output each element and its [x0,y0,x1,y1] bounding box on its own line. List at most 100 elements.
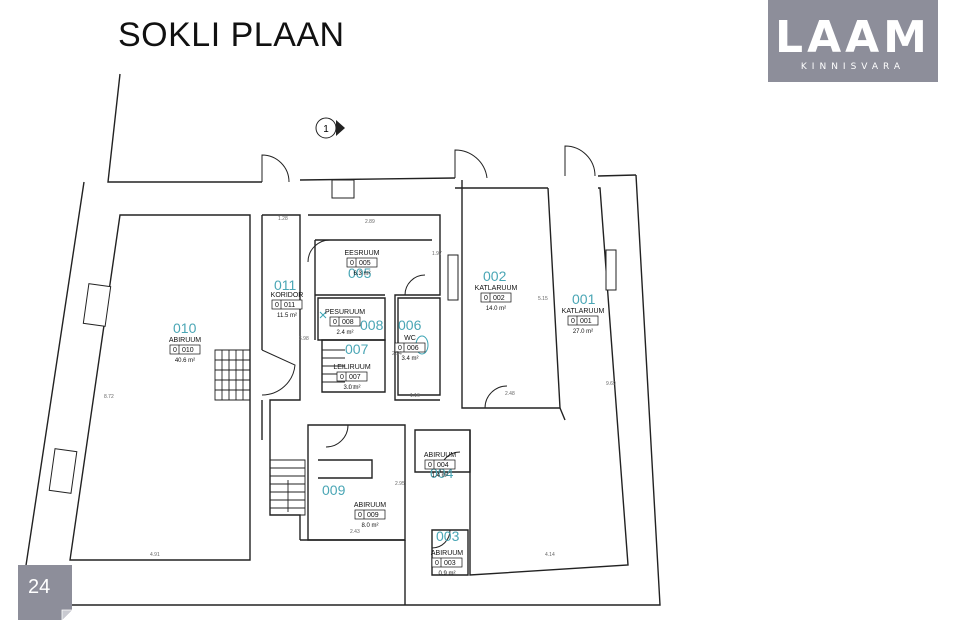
door-011 [261,349,296,396]
wall-006 [397,297,441,396]
room-code-level: 0 [428,462,432,469]
section-marker-label: 1 [323,124,329,135]
wall-005 [308,214,441,401]
room-code-box [424,459,456,470]
room-name: ABIRUUM [354,502,386,509]
room-code-box [567,315,599,326]
room-code-number: 009 [367,512,379,519]
room-number: 008 [360,317,384,333]
wall-002 [455,180,561,409]
stairs-010 [214,349,251,401]
door-001 [564,145,596,177]
room-code-box [169,344,201,355]
stairs-011 [269,459,306,516]
room-code-number: 008 [342,319,354,326]
room-code-box [394,342,426,353]
room-code-level: 0 [333,319,337,326]
room-code-level: 0 [435,560,439,567]
room-code-box [431,557,463,568]
dimension-labels: 1.28 2.89 1.97 2.54 1.7 1.16 2.48 5.15 9… [104,216,616,558]
room-name: LEILIRUUM [333,364,371,371]
dim-label: 5.15 [538,296,548,302]
room-area: 14.0 m² [486,306,506,312]
room-number: 001 [572,291,596,307]
room-code-level: 0 [484,295,488,302]
walls [19,73,661,606]
room-area: 6.3 m² [353,271,370,277]
room-name: ABIRUUM [424,452,456,459]
room-code-number: 011 [284,302,295,309]
room-area: 8.0 m² [361,523,378,529]
room-code-level: 0 [398,345,402,352]
room-code-box [480,292,512,303]
room-code-number: 006 [407,345,419,352]
room-name: KORIDOR [271,292,304,299]
wall-007 [321,339,386,393]
windows [48,179,617,494]
section-marker-arrow [336,120,345,136]
door-006 [404,274,426,296]
room-code-level: 0 [358,512,362,519]
dim-label: 2.48 [505,391,515,397]
room-name: WC [404,335,416,342]
dim-label: 1.7 [348,385,355,391]
room-code-level: 0 [571,318,575,325]
page-number: 24 [28,576,51,598]
room-code-box [271,299,303,310]
dim-label: 4.91 [150,552,160,558]
room-area: 3.4 m² [401,356,418,362]
room-name: ABIRUUM [169,337,201,344]
wall-bottom [300,539,406,605]
wall-011 [262,214,301,540]
dim-label: 4.14 [545,552,555,558]
room-area: 40.6 m² [175,358,195,364]
door-002-lower [484,385,508,409]
shower-icon [319,311,327,319]
room-code-box [354,509,386,520]
room-code-number: 002 [493,295,505,302]
room-area: 27.0 m² [573,329,593,335]
laam-logo: LAAM KINNISVARA [768,0,938,82]
room-name: KATLARUUM [562,308,605,315]
wall-005-inner [314,239,432,340]
site-boundary-left [19,174,661,606]
room-code-box [336,371,368,382]
room-code-number: 004 [437,462,449,469]
stairs [214,349,345,516]
room-code-number: 003 [444,560,456,567]
doors [261,145,596,549]
room-code-level: 0 [340,374,344,381]
room-number: 003 [436,528,460,544]
door-009 [325,424,349,448]
room-number: 010 [173,320,197,336]
room-number: 011 [274,277,297,293]
window-left-2 [48,448,78,494]
dim-label: 2.95 [395,481,405,487]
dim-label: 9.69 [606,381,616,387]
room-number: 009 [322,482,346,498]
room-area: 3.0 m² [343,385,360,391]
room-name: ABIRUUM [431,550,463,557]
window-left-1 [82,283,112,327]
room-name: PESURUUM [325,309,365,316]
logo-wordmark: LAAM [775,12,931,63]
room-code-level: 0 [275,302,279,309]
room-code-box [329,316,361,327]
site-top-right [299,174,637,189]
dim-label: 2.43 [350,529,360,535]
room-code-number: 007 [349,374,361,381]
door-003 [431,529,451,549]
room-area: 2.4 m² [336,330,353,336]
door-005 [307,239,331,263]
section-marker: 1 [315,117,345,139]
page-title: SOKLI PLAAN [118,16,345,54]
room-code-number: 005 [359,260,371,267]
